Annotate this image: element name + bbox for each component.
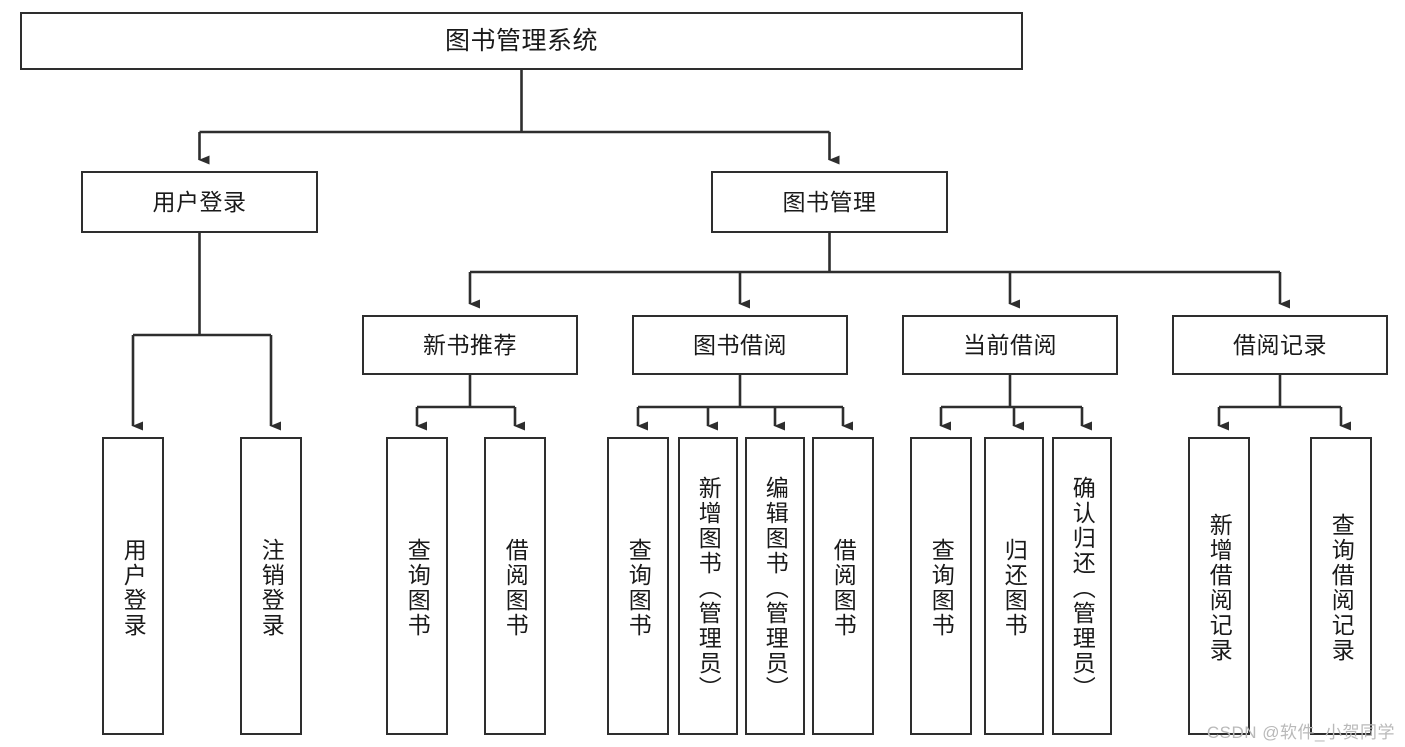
node-user-login[interactable]: 用户登录 [81,171,318,233]
node-leaf-user-login[interactable]: 用户登录 [102,437,164,735]
node-label-leaf-user-login: 用户登录 [120,538,147,638]
node-leaf-query-book[interactable]: 查询图书 [607,437,669,735]
node-leaf-borrow-book[interactable]: 借阅图书 [812,437,874,735]
node-leaf-edit-book-admin[interactable]: 编辑图书（管理员） [745,437,805,735]
node-leaf-confirm-return-admin[interactable]: 确认归还（管理员） [1052,437,1112,735]
node-leaf-return-book[interactable]: 归还图书 [984,437,1044,735]
node-leaf-query-book-recommend[interactable]: 查询图书 [386,437,448,735]
node-new-book-recommend[interactable]: 新书推荐 [362,315,578,375]
node-label-book-borrow: 图书借阅 [693,331,787,358]
node-leaf-borrow-book-recommend[interactable]: 借阅图书 [484,437,546,735]
node-label-leaf-add-borrow-record: 新增借阅记录 [1206,513,1233,663]
node-label-leaf-borrow-book: 借阅图书 [830,538,857,638]
node-root[interactable]: 图书管理系统 [20,12,1023,70]
node-label-leaf-logout: 注销登录 [258,538,285,638]
node-leaf-add-book-admin[interactable]: 新增图书（管理员） [678,437,738,735]
node-book-management[interactable]: 图书管理 [711,171,948,233]
node-label-leaf-query-book-current: 查询图书 [928,538,955,638]
node-leaf-query-borrow-record[interactable]: 查询借阅记录 [1310,437,1372,735]
node-label-leaf-confirm-return-admin: 确认归还（管理员） [1069,475,1096,701]
node-label-leaf-edit-book-admin: 编辑图书（管理员） [762,475,789,701]
node-label-leaf-query-borrow-record: 查询借阅记录 [1328,513,1355,663]
node-label-new-book-recommend: 新书推荐 [423,331,517,358]
node-leaf-query-book-current[interactable]: 查询图书 [910,437,972,735]
node-label-borrow-record: 借阅记录 [1233,331,1327,358]
node-current-borrow[interactable]: 当前借阅 [902,315,1118,375]
node-label-root: 图书管理系统 [444,26,598,55]
node-label-leaf-borrow-book-recommend: 借阅图书 [502,538,529,638]
node-label-current-borrow: 当前借阅 [963,331,1057,358]
node-label-leaf-query-book-recommend: 查询图书 [404,538,431,638]
node-leaf-add-borrow-record[interactable]: 新增借阅记录 [1188,437,1250,735]
node-label-leaf-return-book: 归还图书 [1001,538,1028,638]
node-label-leaf-add-book-admin: 新增图书（管理员） [695,475,722,701]
node-book-borrow[interactable]: 图书借阅 [632,315,848,375]
node-label-user-login: 用户登录 [152,188,247,215]
node-label-leaf-query-book: 查询图书 [625,538,652,638]
node-label-book-management: 图书管理 [782,188,877,215]
node-borrow-record[interactable]: 借阅记录 [1172,315,1388,375]
node-leaf-logout[interactable]: 注销登录 [240,437,302,735]
